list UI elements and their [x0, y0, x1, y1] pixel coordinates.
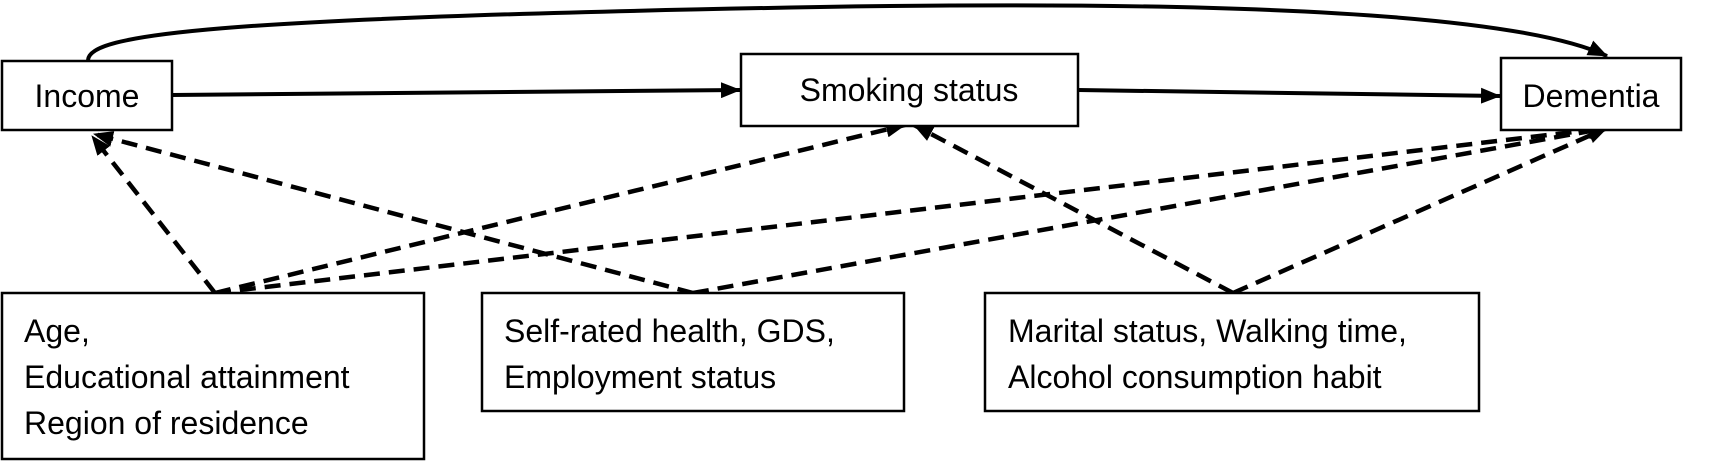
node-confounders-1: Age, Educational attainment Region of re… — [0, 291, 426, 461]
edge-smoking-to-dementia — [1077, 87, 1501, 104]
node-confounders-3: Marital status, Walking time, Alcohol co… — [983, 291, 1481, 413]
edge-income-to-dementia — [86, 3, 1608, 61]
confounders-1-line-3: Region of residence — [24, 405, 309, 441]
node-income: Income — [0, 59, 174, 132]
confounders-2-line-2: Employment status — [504, 359, 776, 395]
edge-confounders1-to-dementia — [214, 122, 1608, 296]
edge-confounders1-to-income — [90, 134, 217, 295]
confounders-3-line-2: Alcohol consumption habit — [1008, 359, 1382, 395]
confounders-1-line-1: Age, — [24, 313, 90, 349]
node-income-label: Income — [35, 78, 140, 114]
edge-confounders3-to-smoking — [912, 123, 1235, 295]
node-dementia-label: Dementia — [1523, 78, 1660, 114]
edges — [86, 3, 1608, 296]
edge-confounders2-to-income — [93, 131, 694, 296]
edge-confounders1-to-smoking — [214, 121, 906, 296]
node-smoking-status: Smoking status — [739, 52, 1080, 128]
edge-confounders2-to-dementia — [692, 123, 1608, 296]
edge-income-to-smoking — [171, 82, 741, 99]
edge-confounders3-to-dementia — [1232, 125, 1608, 296]
node-confounders-2: Self-rated health, GDS, Employment statu… — [480, 291, 906, 413]
node-smoking-status-label: Smoking status — [800, 72, 1019, 108]
confounders-1-line-2: Educational attainment — [24, 359, 350, 395]
node-dementia: Dementia — [1499, 56, 1683, 132]
confounders-2-line-1: Self-rated health, GDS, — [504, 313, 835, 349]
confounders-3-line-1: Marital status, Walking time, — [1008, 313, 1407, 349]
